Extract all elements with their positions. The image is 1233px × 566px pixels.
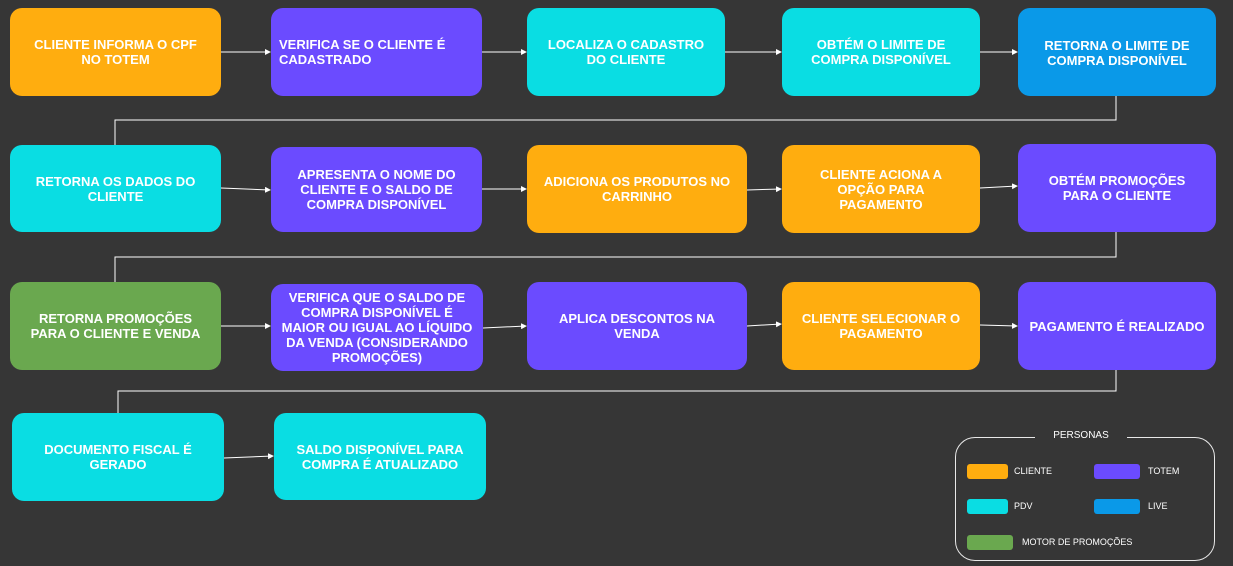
step-8[interactable]: ADICIONA OS PRODUTOS NO CARRINHO bbox=[527, 145, 747, 233]
step-5[interactable]: RETORNA O LIMITE DE COMPRA DISPONÍVEL bbox=[1018, 8, 1216, 96]
step-label: APLICA DESCONTOS NA VENDA bbox=[558, 311, 715, 341]
legend-label-pdv: PDV bbox=[1014, 501, 1033, 511]
step-label: CLIENTE ACIONA A OPÇÃO PARA PAGAMENTO bbox=[819, 166, 943, 212]
step-4[interactable]: OBTÉM O LIMITE DE COMPRA DISPONÍVEL bbox=[782, 8, 980, 96]
step-11[interactable]: RETORNA PROMOÇÕES PARA O CLIENTE E VENDA bbox=[10, 282, 221, 370]
step-label: CLIENTE SELECIONAR O PAGAMENTO bbox=[801, 311, 961, 341]
legend-swatch-totem bbox=[1094, 464, 1140, 479]
legend-label-live: LIVE bbox=[1148, 501, 1168, 511]
step-label: VERIFICA QUE O SALDO DE COMPRA DISPONÍVE… bbox=[281, 290, 473, 365]
step-label: OBTÉM O LIMITE DE COMPRA DISPONÍVEL bbox=[811, 37, 951, 67]
legend-swatch-motor bbox=[967, 535, 1013, 550]
legend-title: PERSONAS bbox=[1035, 430, 1127, 441]
step-label: RETORNA OS DADOS DO CLIENTE bbox=[35, 173, 196, 204]
legend-swatch-cliente bbox=[967, 464, 1008, 479]
step-17[interactable]: SALDO DISPONÍVEL PARA COMPRA É ATUALIZAD… bbox=[274, 413, 486, 500]
step-label: RETORNA PROMOÇÕES PARA O CLIENTE E VENDA bbox=[30, 311, 201, 341]
step-16[interactable]: DOCUMENTO FISCAL É GERADO bbox=[12, 413, 224, 501]
step-1[interactable]: CLIENTE INFORMA O CPF NO TOTEM bbox=[10, 8, 221, 96]
step-10[interactable]: OBTÉM PROMOÇÕES PARA O CLIENTE bbox=[1018, 144, 1216, 232]
step-label: SALDO DISPONÍVEL PARA COMPRA É ATUALIZAD… bbox=[296, 441, 464, 472]
legend-label-totem: TOTEM bbox=[1148, 466, 1180, 476]
step-label: PAGAMENTO É REALIZADO bbox=[1029, 318, 1205, 334]
step-label: DOCUMENTO FISCAL É GERADO bbox=[44, 442, 192, 472]
step-9[interactable]: CLIENTE ACIONA A OPÇÃO PARA PAGAMENTO bbox=[782, 145, 980, 233]
step-label: ADICIONA OS PRODUTOS NO CARRINHO bbox=[543, 174, 731, 204]
step-6[interactable]: RETORNA OS DADOS DO CLIENTE bbox=[10, 145, 221, 232]
step-label: VERIFICA SE O CLIENTE É CADASTRADO bbox=[279, 37, 446, 67]
step-label: RETORNA O LIMITE DE COMPRA DISPONÍVEL bbox=[1044, 38, 1190, 68]
legend-swatch-live bbox=[1094, 499, 1140, 514]
step-label: OBTÉM PROMOÇÕES PARA O CLIENTE bbox=[1048, 173, 1186, 203]
step-15[interactable]: PAGAMENTO É REALIZADO bbox=[1018, 282, 1216, 370]
step-3[interactable]: LOCALIZA O CADASTRO DO CLIENTE bbox=[527, 8, 725, 96]
step-2[interactable]: VERIFICA SE O CLIENTE É CADASTRADO bbox=[271, 8, 482, 96]
legend-label-cliente: CLIENTE bbox=[1014, 466, 1053, 476]
step-label: APRESENTA O NOME DO CLIENTE E O SALDO DE… bbox=[297, 167, 456, 212]
legend-label-motor: MOTOR DE PROMOÇÕES bbox=[1022, 537, 1133, 547]
step-7[interactable]: APRESENTA O NOME DO CLIENTE E O SALDO DE… bbox=[271, 147, 482, 232]
step-14[interactable]: CLIENTE SELECIONAR O PAGAMENTO bbox=[782, 282, 980, 370]
step-label: LOCALIZA O CADASTRO DO CLIENTE bbox=[547, 37, 705, 67]
legend-swatch-pdv bbox=[967, 499, 1008, 514]
step-12[interactable]: VERIFICA QUE O SALDO DE COMPRA DISPONÍVE… bbox=[271, 284, 483, 371]
step-13[interactable]: APLICA DESCONTOS NA VENDA bbox=[527, 282, 747, 370]
step-label: CLIENTE INFORMA O CPF NO TOTEM bbox=[34, 37, 197, 67]
